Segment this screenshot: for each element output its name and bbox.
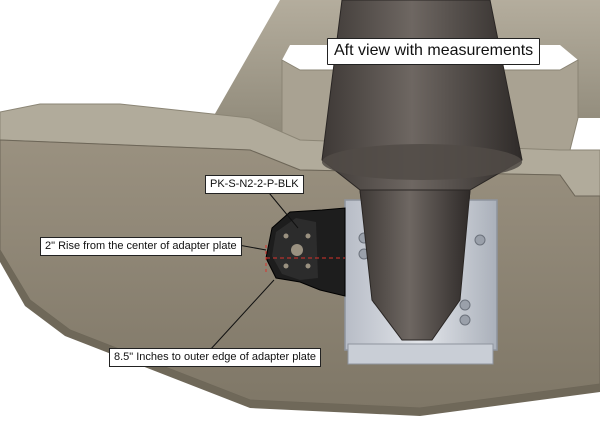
motor-shaft-lower [359,189,471,341]
adapter-bolt-hole [305,263,311,269]
bracket-bolt [459,299,471,311]
adapter-bolt-hole [305,233,311,239]
adapter-bolt-hole [283,263,289,269]
part-leader-line [264,187,299,229]
deck-upper [200,0,600,140]
part-number-callout: PK-S-N2-2-P-BLK [205,175,304,194]
diagram-title: Aft view with measurements [327,38,541,65]
bracket-bolt [474,234,486,246]
bracket-bolt [459,314,471,326]
edge-leader-line [209,279,275,351]
outer-edge-measurement-callout: 8.5" Inches to outer edge of adapter pla… [109,348,322,367]
adapter-center-hole [291,244,303,256]
adapter-bolt-hole [283,233,289,239]
shaft-collar [322,144,522,180]
mount-bracket-base [347,343,494,365]
rise-measurement-callout: 2" Rise from the center of adapter plate [40,237,242,256]
hull-lower-edge [0,250,600,416]
